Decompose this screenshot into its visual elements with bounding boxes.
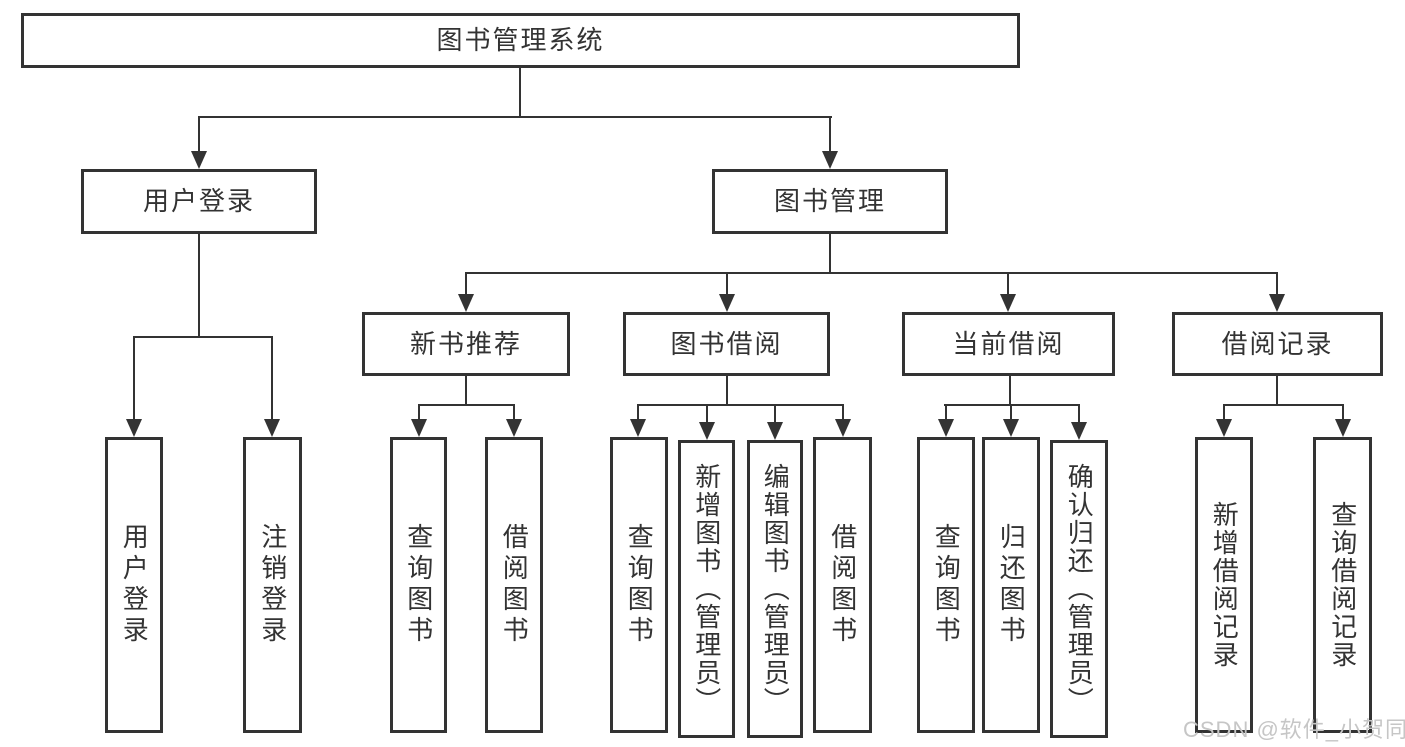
arrow-down-icon (411, 419, 427, 437)
arrow-down-icon (719, 294, 735, 312)
arrow-down-icon (506, 419, 522, 437)
connector-line (418, 404, 515, 406)
connector-line (271, 336, 273, 419)
node-new-book-recommend: 新书推荐 (362, 312, 570, 376)
arrow-down-icon (264, 419, 280, 437)
arrow-down-icon (1335, 419, 1351, 437)
node-borrow-records: 借阅记录 (1172, 312, 1383, 376)
connector-line (133, 336, 273, 338)
arrow-down-icon (630, 419, 646, 437)
connector-line (465, 272, 467, 294)
connector-line (774, 404, 776, 422)
arrow-down-icon (1071, 422, 1087, 440)
arrow-down-icon (1216, 419, 1232, 437)
leaf-borrow-books-2: 借阅图书 (813, 437, 872, 733)
connector-line (1010, 404, 1012, 419)
connector-line (1276, 376, 1278, 405)
connector-line (1223, 404, 1344, 406)
arrow-down-icon (1000, 294, 1016, 312)
arrow-down-icon (767, 422, 783, 440)
connector-line (198, 116, 832, 118)
connector-line (1009, 376, 1011, 405)
arrow-down-icon (1269, 294, 1285, 312)
node-current-borrow: 当前借阅 (902, 312, 1115, 376)
arrow-down-icon (191, 151, 207, 169)
connector-line (945, 404, 947, 419)
node-book-borrow: 图书借阅 (623, 312, 830, 376)
arrow-down-icon (822, 151, 838, 169)
connector-line (706, 404, 708, 422)
connector-line (1007, 272, 1009, 294)
connector-line (637, 404, 844, 406)
connector-line (133, 336, 135, 419)
leaf-query-books-2: 查询图书 (610, 437, 668, 733)
connector-line (519, 66, 521, 117)
connector-line (829, 234, 831, 274)
connector-line (465, 376, 467, 405)
connector-line (1223, 404, 1225, 419)
connector-line (198, 116, 200, 154)
arrow-down-icon (126, 419, 142, 437)
leaf-query-books-3: 查询图书 (917, 437, 975, 733)
leaf-query-books-1: 查询图书 (390, 437, 447, 733)
leaf-return-book: 归还图书 (982, 437, 1040, 733)
arrow-down-icon (835, 419, 851, 437)
connector-line (637, 404, 639, 419)
arrow-down-icon (458, 294, 474, 312)
connector-line (726, 376, 728, 405)
node-book-management: 图书管理 (712, 169, 948, 234)
leaf-borrow-books-1: 借阅图书 (485, 437, 543, 733)
watermark: CSDN @软件_小贺同学 (1183, 717, 1405, 742)
connector-line (465, 272, 1278, 274)
arrow-down-icon (699, 422, 715, 440)
node-user-login: 用户登录 (81, 169, 317, 234)
connector-line (418, 404, 420, 419)
leaf-confirm-return-admin: 确认归还（管理员） (1050, 440, 1108, 738)
leaf-add-borrow-record: 新增借阅记录 (1195, 437, 1253, 733)
connector-line (726, 272, 728, 294)
connector-line (1276, 272, 1278, 294)
leaf-edit-book-admin: 编辑图书（管理员） (747, 440, 803, 738)
arrow-down-icon (1003, 419, 1019, 437)
node-root: 图书管理系统 (21, 13, 1020, 68)
connector-line (829, 116, 831, 154)
connector-line (513, 404, 515, 419)
connector-line (198, 234, 200, 337)
connector-line (1078, 404, 1080, 422)
connector-line (944, 404, 1080, 406)
connector-line (842, 404, 844, 419)
arrow-down-icon (938, 419, 954, 437)
leaf-logout: 注销登录 (243, 437, 302, 733)
leaf-user-login: 用户登录 (105, 437, 163, 733)
connector-line (1342, 404, 1344, 419)
leaf-add-book-admin: 新增图书（管理员） (678, 440, 735, 738)
leaf-query-borrow-record: 查询借阅记录 (1313, 437, 1372, 733)
